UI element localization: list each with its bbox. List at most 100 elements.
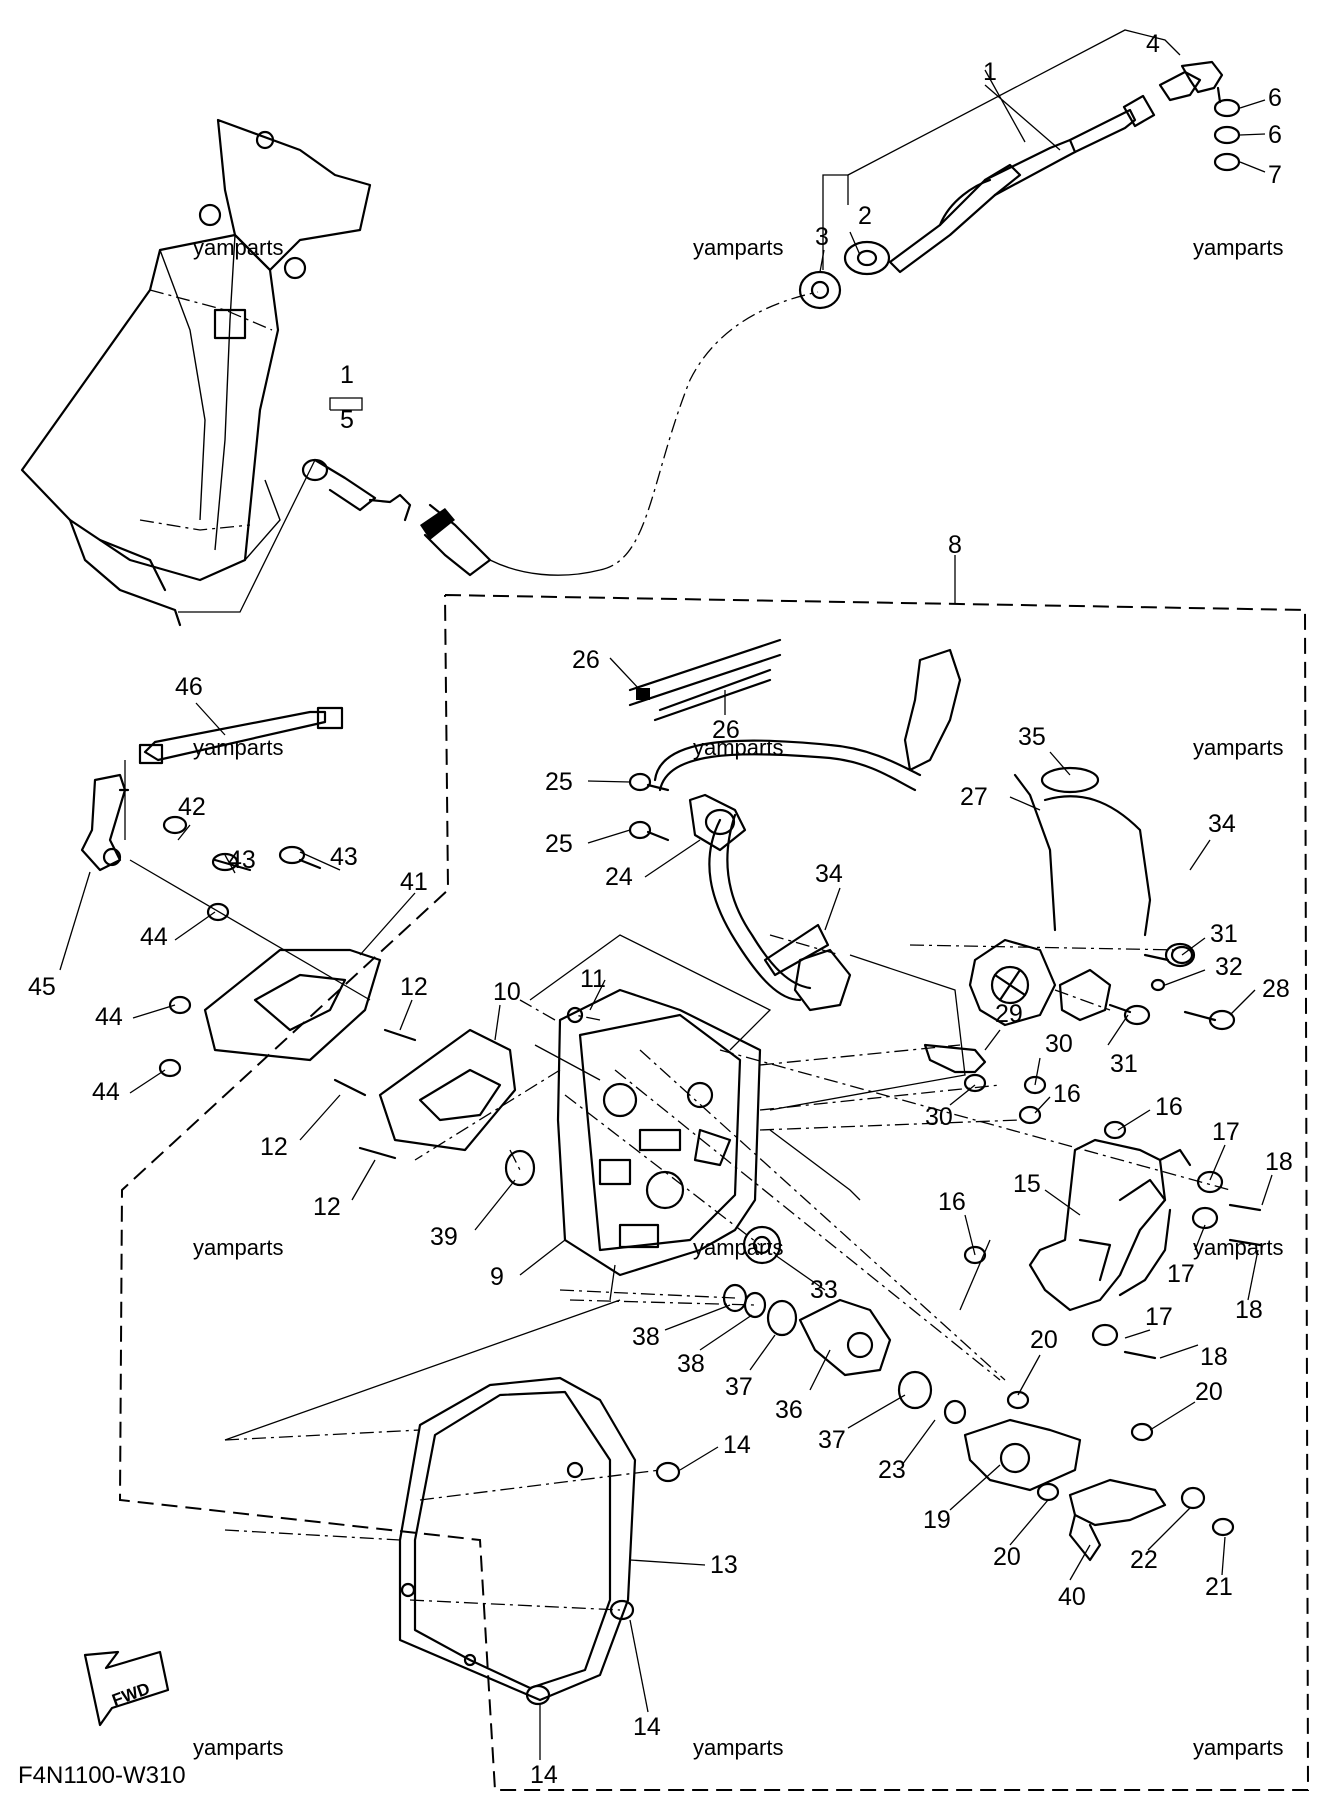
callout-30: 30 xyxy=(925,1103,953,1131)
watermark: yamparts xyxy=(1193,235,1283,260)
callout-18: 18 xyxy=(1235,1296,1263,1324)
watermark: yamparts xyxy=(693,735,783,760)
callout-13: 13 xyxy=(710,1551,738,1579)
watermark: yamparts xyxy=(193,735,283,760)
callout-1: 1 xyxy=(983,58,997,86)
callout-21: 21 xyxy=(1205,1573,1233,1601)
callout-40: 40 xyxy=(1058,1583,1086,1611)
callout-12: 12 xyxy=(400,973,428,1001)
construction-lines xyxy=(224,934,1231,1691)
callout-34: 34 xyxy=(1208,810,1236,838)
callout-1: 1 xyxy=(340,361,354,389)
shift-lever-29 xyxy=(923,1043,1047,1095)
callout-42: 42 xyxy=(178,793,206,821)
studs-12 xyxy=(333,1028,417,1160)
sensor-fasteners xyxy=(1108,945,1236,1031)
leader-5-housing xyxy=(178,459,316,613)
callout-leaders xyxy=(59,84,1273,1760)
callout-44: 44 xyxy=(140,923,168,951)
watermark: yamparts xyxy=(1193,1235,1283,1260)
callouts: 1 1 2 3 4 5 6 6 7 8 9 10 11 12 12 12 13 … xyxy=(28,30,1293,1789)
callout-3: 3 xyxy=(815,223,829,251)
callout-45: 45 xyxy=(28,973,56,1001)
harness-bolts-25 xyxy=(628,772,670,842)
callout-20: 20 xyxy=(1030,1326,1058,1354)
callout-46: 46 xyxy=(175,673,203,701)
callout-37: 37 xyxy=(725,1373,753,1401)
callout-14: 14 xyxy=(723,1431,751,1459)
callout-26: 26 xyxy=(572,646,600,674)
drawing-code: F4N1100-W310 xyxy=(18,1762,186,1789)
callout-2: 2 xyxy=(858,202,872,230)
shift-bracket-plates xyxy=(203,948,536,1187)
callout-25: 25 xyxy=(545,768,573,796)
watermark: yamparts xyxy=(693,1735,783,1760)
steering-column-housing xyxy=(20,118,372,627)
assembly-frame-lines xyxy=(224,934,991,1441)
watermark: yamparts xyxy=(693,1235,783,1260)
callout-15: 15 xyxy=(1013,1170,1041,1198)
housing-cover xyxy=(556,988,762,1277)
callout-23: 23 xyxy=(878,1456,906,1484)
callout-44: 44 xyxy=(92,1078,120,1106)
callout-16: 16 xyxy=(1155,1093,1183,1121)
callout-27: 27 xyxy=(960,783,988,811)
callout-36: 36 xyxy=(775,1396,803,1424)
callout-18: 18 xyxy=(1200,1343,1228,1371)
callout-14: 14 xyxy=(530,1761,558,1789)
callout-6: 6 xyxy=(1268,84,1282,112)
lower-lever-assembly xyxy=(963,1390,1235,1562)
callout-41: 41 xyxy=(400,868,428,896)
watermark: yamparts xyxy=(1193,735,1283,760)
callout-30: 30 xyxy=(1045,1030,1073,1058)
callout-12: 12 xyxy=(313,1193,341,1221)
callout-38: 38 xyxy=(677,1350,705,1378)
callout-5: 5 xyxy=(340,406,354,434)
callout-35: 35 xyxy=(1018,723,1046,751)
callout-37: 37 xyxy=(818,1426,846,1454)
callout-20: 20 xyxy=(993,1543,1021,1571)
bracket-fasteners xyxy=(963,1105,1262,1360)
callout-43: 43 xyxy=(228,846,256,874)
callout-6: 6 xyxy=(1268,121,1282,149)
shift-cable xyxy=(301,291,819,577)
callout-12: 12 xyxy=(260,1133,288,1161)
callout-26: 26 xyxy=(712,716,740,744)
callout-22: 22 xyxy=(1130,1546,1158,1574)
callout-24: 24 xyxy=(605,863,633,891)
callout-16: 16 xyxy=(1053,1080,1081,1108)
callout-20: 20 xyxy=(1195,1378,1223,1406)
cable-end-leaders xyxy=(329,29,1266,411)
callout-25: 25 xyxy=(545,830,573,858)
callout-14: 14 xyxy=(633,1713,661,1741)
watermark: yamparts xyxy=(193,1235,283,1260)
callout-44: 44 xyxy=(95,1003,123,1031)
callout-31: 31 xyxy=(1110,1050,1138,1078)
callout-4: 4 xyxy=(1146,30,1160,58)
watermark: yamparts xyxy=(693,235,783,260)
callout-17: 17 xyxy=(1212,1118,1240,1146)
lower-cover xyxy=(398,1376,681,1706)
callout-34: 34 xyxy=(815,860,843,888)
callout-19: 19 xyxy=(923,1506,951,1534)
callout-43: 43 xyxy=(330,843,358,871)
callout-10: 10 xyxy=(493,978,521,1006)
watermark: yamparts xyxy=(193,235,283,260)
lever-bracket xyxy=(1028,1138,1192,1312)
callout-39: 39 xyxy=(430,1223,458,1251)
callout-16: 16 xyxy=(938,1188,966,1216)
callout-38: 38 xyxy=(632,1323,660,1351)
wire-harness xyxy=(628,638,962,1012)
callout-17: 17 xyxy=(1145,1303,1173,1331)
cable-end-assembly xyxy=(798,60,1241,310)
callout-8: 8 xyxy=(948,531,962,559)
callout-11: 11 xyxy=(580,965,606,993)
callout-31: 31 xyxy=(1210,920,1238,948)
fwd-arrow-icon xyxy=(83,1650,170,1727)
callout-18: 18 xyxy=(1265,1148,1293,1176)
watermarks: yamparts yamparts yamparts yamparts yamp… xyxy=(193,235,1283,1760)
shift-sensor xyxy=(968,766,1196,1027)
callout-17: 17 xyxy=(1167,1260,1195,1288)
callout-7: 7 xyxy=(1268,161,1282,189)
watermark: yamparts xyxy=(1193,1735,1283,1760)
